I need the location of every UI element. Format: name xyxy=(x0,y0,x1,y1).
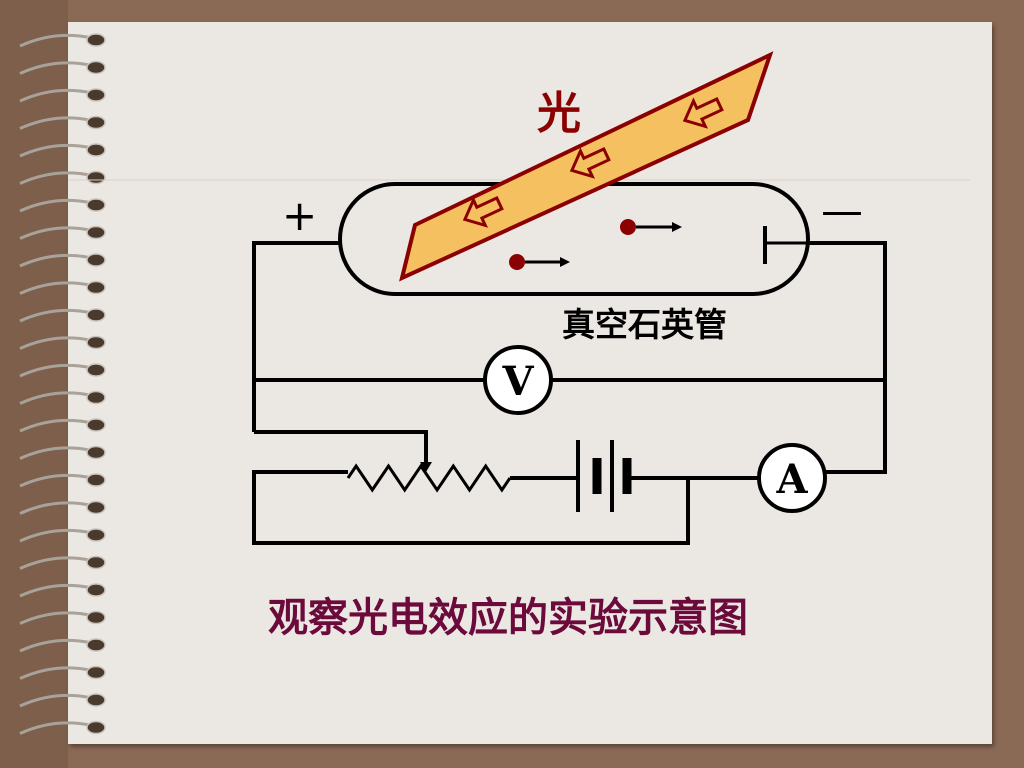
spiral-hole xyxy=(86,335,106,350)
arrow-left-icon xyxy=(569,146,611,179)
spiral-ring xyxy=(19,308,93,323)
spiral-hole xyxy=(86,390,106,405)
spiral-ring xyxy=(19,473,93,488)
voltmeter-label: V xyxy=(501,358,534,405)
ammeter-icon xyxy=(757,443,827,513)
spiral-hole xyxy=(86,115,106,130)
electron-icon xyxy=(620,219,636,235)
ammeter-label: A xyxy=(775,456,808,503)
rheostat-slider xyxy=(420,462,432,472)
spiral-ring xyxy=(19,33,93,48)
battery-icon xyxy=(576,440,632,512)
diagram-caption: 观察光电效应的实验示意图 xyxy=(268,595,748,641)
spiral-ring xyxy=(19,61,93,75)
spiral-ring xyxy=(19,226,93,240)
spiral-hole xyxy=(86,280,106,295)
spiral-ring xyxy=(19,693,93,708)
spiral-ring xyxy=(19,363,93,378)
spiral-hole xyxy=(86,665,106,680)
voltmeter-icon xyxy=(483,345,553,415)
spiral-ring xyxy=(19,446,93,460)
spiral-ring xyxy=(19,116,93,130)
tube-label: 真空石英管 xyxy=(562,305,727,344)
arrow-left-icon xyxy=(462,195,504,228)
spiral-hole xyxy=(86,720,106,735)
spiral-hole xyxy=(86,363,106,377)
spiral-hole xyxy=(86,33,106,47)
spiral-ring xyxy=(19,556,93,570)
spiral-ring xyxy=(19,418,93,433)
electron-icon xyxy=(509,254,525,270)
spiral-hole xyxy=(86,418,106,432)
spiral-hole xyxy=(86,638,106,652)
spiral-ring xyxy=(19,198,93,213)
spiral-ring xyxy=(19,638,93,653)
spiral-ring xyxy=(19,666,93,680)
light-arrows xyxy=(462,96,724,228)
spiral-hole xyxy=(86,253,106,267)
spiral-hole xyxy=(86,500,106,515)
electron-1 xyxy=(620,219,682,235)
spiral-hole xyxy=(86,308,106,322)
spiral-ring xyxy=(19,391,93,405)
spiral-ring xyxy=(19,281,93,295)
spiral-ring xyxy=(19,253,93,268)
spiral-hole xyxy=(86,445,106,460)
positive-terminal-label: + xyxy=(282,191,318,240)
spiral-ring xyxy=(19,501,93,515)
spiral-ring xyxy=(19,528,93,543)
spiral-hole xyxy=(86,170,106,185)
arrow-left-icon xyxy=(682,96,724,129)
spiral-hole xyxy=(86,225,106,240)
spiral-hole xyxy=(86,528,106,542)
electron-2 xyxy=(509,254,570,270)
spiral-ring xyxy=(19,611,93,625)
spiral-ring xyxy=(19,171,93,185)
spiral-hole xyxy=(86,143,106,157)
spiral-hole xyxy=(86,693,106,707)
spiral-ring xyxy=(19,88,93,103)
circuit-wires xyxy=(252,241,887,545)
spiral-ring xyxy=(19,721,93,735)
spiral-hole xyxy=(86,88,106,102)
spiral-ring xyxy=(19,143,93,158)
negative-terminal-label: — xyxy=(821,186,863,235)
spiral-binding-icon xyxy=(19,33,106,735)
spiral-hole xyxy=(86,555,106,570)
rheostat-resistor-icon xyxy=(346,463,512,493)
spiral-hole xyxy=(86,473,106,487)
spiral-hole xyxy=(86,610,106,625)
spiral-ring xyxy=(19,336,93,350)
spiral-hole xyxy=(86,583,106,597)
spiral-hole xyxy=(86,198,106,212)
light-label: 光 xyxy=(537,88,581,139)
spiral-ring xyxy=(19,583,93,598)
spiral-hole xyxy=(86,60,106,75)
